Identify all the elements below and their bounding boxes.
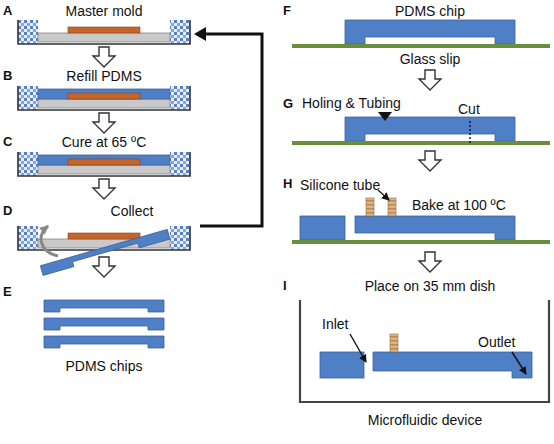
step-letter: F bbox=[283, 3, 291, 19]
result-caption: Microfluidic device bbox=[368, 412, 482, 428]
step-letter: H bbox=[283, 176, 292, 192]
action-label: Bake at 100 ºC bbox=[412, 197, 506, 213]
port-label: Inlet bbox=[322, 316, 348, 332]
step-letter: B bbox=[3, 68, 12, 84]
step-caption: Place on 35 mm dish bbox=[365, 278, 496, 294]
action-label: Collect bbox=[111, 203, 154, 219]
step-caption: PDMS chips bbox=[65, 358, 142, 374]
step-letter: E bbox=[3, 284, 12, 300]
part-label: Silicone tube bbox=[300, 177, 380, 193]
action-label: Holing & Tubing bbox=[302, 95, 401, 111]
step-caption: Master mold bbox=[65, 3, 142, 19]
step-letter: D bbox=[3, 203, 12, 219]
step-letter: G bbox=[283, 96, 293, 112]
step-caption: Cure at 65 ºC bbox=[62, 134, 147, 150]
part-label: Glass slip bbox=[400, 51, 461, 67]
step-letter: C bbox=[3, 134, 12, 150]
port-label: Outlet bbox=[478, 334, 515, 350]
action-label: Cut bbox=[458, 101, 480, 117]
step-caption: Refill PDMS bbox=[66, 68, 141, 84]
step-letter: I bbox=[283, 278, 287, 294]
part-label: PDMS chip bbox=[395, 3, 465, 19]
step-letter: A bbox=[3, 3, 12, 19]
